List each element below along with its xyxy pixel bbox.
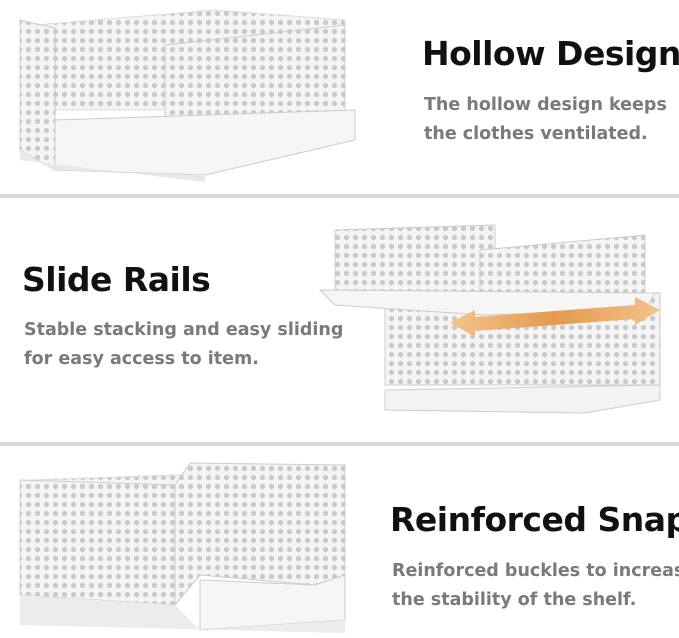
section-desc-line-2: the clothes ventilated. xyxy=(424,124,648,144)
section-desc-line-1: Reinforced buckles to increase xyxy=(392,561,679,581)
slide-arrow-icon xyxy=(450,297,660,337)
section-desc-line-1: Stable stacking and easy sliding xyxy=(24,320,344,340)
section-desc-line-2: for easy access to item. xyxy=(24,349,259,369)
divider xyxy=(0,442,679,446)
basket-image-stacked xyxy=(318,224,661,414)
section-desc-line-2: the stability of the shelf. xyxy=(392,590,637,610)
section-desc-line-1: The hollow design keeps xyxy=(424,95,667,115)
basket-image-hollow xyxy=(19,9,356,182)
section-title-reinforced-snap: Reinforced Snap xyxy=(390,500,679,539)
section-title-slide-rails: Slide Rails xyxy=(22,260,211,299)
section-title-hollow-design: Hollow Design xyxy=(422,34,679,73)
basket-image-snap xyxy=(19,462,346,633)
divider xyxy=(0,194,679,198)
